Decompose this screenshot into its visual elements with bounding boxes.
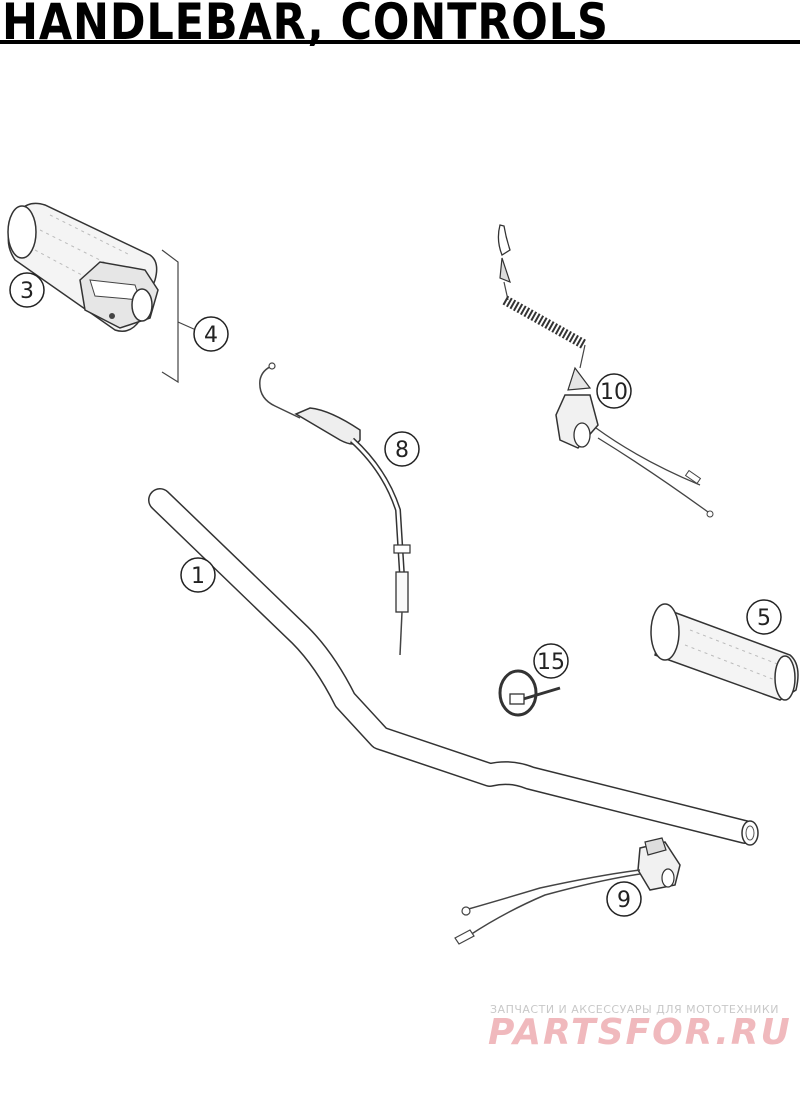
watermark-brand: PARTSFOR.RU — [488, 1012, 792, 1053]
title-rule — [0, 40, 800, 44]
callout-circle — [533, 643, 569, 679]
callout-circle — [746, 599, 782, 635]
callout-10: 10 — [596, 373, 632, 409]
callout-15: 15 — [533, 643, 569, 679]
throttle-housing-bracket — [161, 249, 197, 384]
callout-number: 3 — [20, 279, 34, 304]
callout-number: 8 — [395, 438, 409, 463]
left-grip-throttle[interactable] — [7, 202, 159, 332]
cable-tie[interactable] — [498, 669, 561, 717]
handlebar[interactable] — [148, 488, 759, 846]
callout-3: 3 — [9, 272, 45, 308]
callout-number: 4 — [204, 323, 218, 348]
watermark-tagline: ЗАПЧАСТИ И АКСЕССУАРЫ ДЛЯ МОТОТЕХНИКИ — [490, 1003, 779, 1016]
callout-5: 5 — [746, 599, 782, 635]
throttle-cable[interactable] — [259, 362, 411, 656]
callout-9: 9 — [606, 881, 642, 917]
callout-circle — [596, 373, 632, 409]
callout-8: 8 — [384, 431, 420, 467]
callout-number: 5 — [757, 606, 771, 631]
callout-circle — [193, 316, 229, 352]
callout-circle — [384, 431, 420, 467]
callout-circle — [606, 881, 642, 917]
callout-layer: 1 3 4 5 8 9 10 15 — [9, 272, 782, 917]
callout-1: 1 — [180, 557, 216, 593]
emergency-stop-switch[interactable] — [497, 224, 714, 518]
callout-number: 9 — [617, 888, 631, 913]
callout-number: 1 — [191, 564, 205, 589]
callout-circle — [9, 272, 45, 308]
callout-number: 15 — [537, 650, 565, 675]
callout-4: 4 — [193, 316, 229, 352]
kill-switch[interactable] — [454, 837, 681, 945]
right-grip[interactable] — [650, 603, 799, 701]
callout-number: 10 — [600, 380, 628, 405]
callout-circle — [180, 557, 216, 593]
